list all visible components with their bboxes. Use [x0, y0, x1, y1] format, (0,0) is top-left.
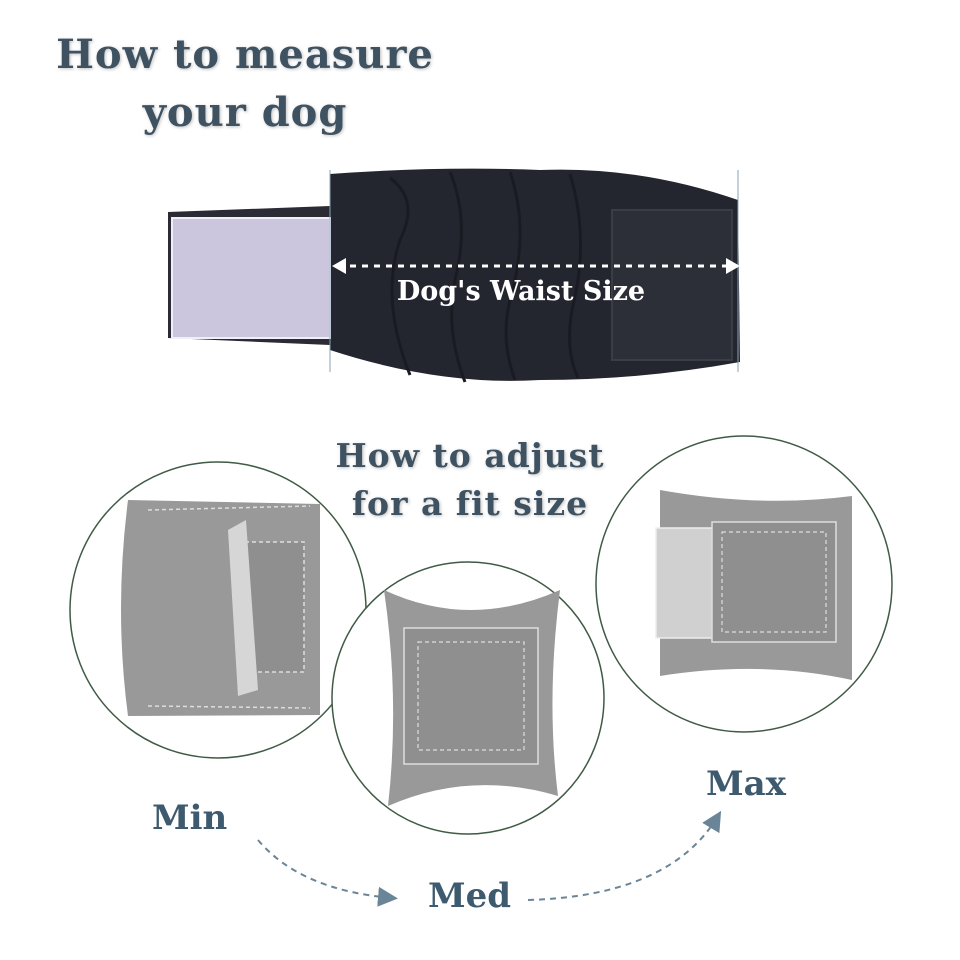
min-label: Min	[152, 798, 228, 838]
adjust-title-line2: for a fit size	[351, 484, 589, 523]
waist-size-label: Dog's Waist Size	[396, 276, 646, 307]
min-to-med-arrow	[257, 839, 398, 907]
measure-title-line2: your dog	[142, 89, 348, 136]
min-fit-illustration	[69, 461, 367, 759]
adjust-title-line1: How to adjust	[335, 436, 605, 475]
adjust-title: How to adjust for a fit size	[300, 432, 640, 528]
med-fit-illustration	[331, 561, 605, 835]
med-to-max-arrow	[527, 810, 722, 901]
max-label: Max	[706, 764, 786, 804]
measure-title-line1: How to measure	[56, 31, 434, 78]
measure-title: How to measure your dog	[40, 26, 450, 142]
dog-diaper-image	[168, 168, 740, 383]
med-label: Med	[428, 876, 512, 916]
max-fit-illustration	[595, 435, 893, 733]
